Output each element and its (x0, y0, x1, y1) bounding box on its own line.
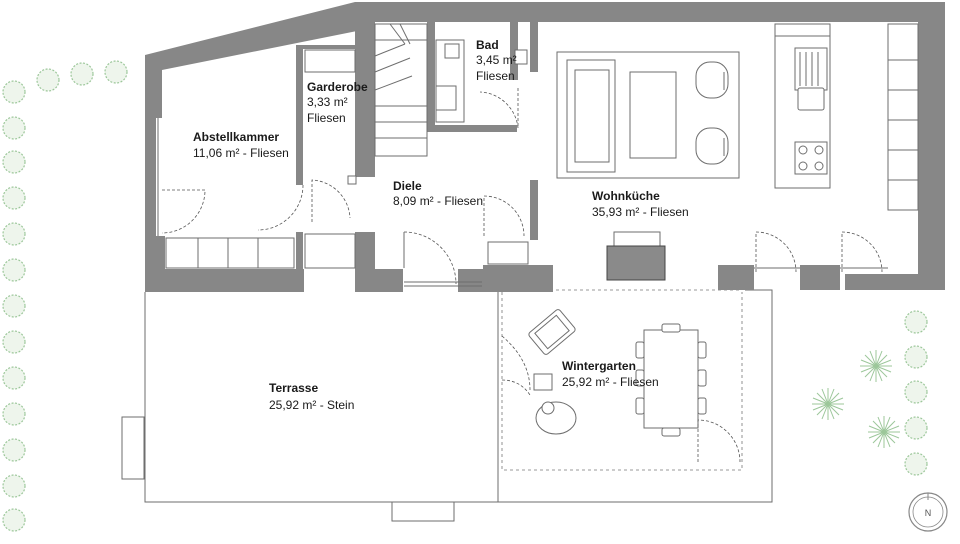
room-area: 35,93 m² - Fliesen (592, 205, 689, 219)
room-name: Terrasse (269, 381, 318, 395)
room-floor: Fliesen (476, 69, 515, 83)
palm-plant (812, 388, 844, 420)
plants-left (2, 60, 128, 532)
label-wintergarten: Wintergarten 25,92 m² - Fliesen (562, 359, 659, 389)
room-name: Abstellkammer (193, 130, 279, 144)
room-name: Diele (393, 179, 422, 193)
room-bad (435, 39, 528, 129)
armchair (695, 61, 729, 99)
room-name: Bad (476, 38, 499, 52)
room-area: 25,92 m² - Fliesen (562, 375, 659, 389)
label-abstellkammer: Abstellkammer 11,06 m² - Fliesen (193, 130, 289, 160)
room-area: 3,45 m² (476, 53, 517, 67)
label-garderobe: Garderobe 3,33 m² Fliesen (307, 80, 368, 125)
room-name: Wohnküche (592, 189, 660, 203)
lounge-chair (535, 401, 577, 435)
plants-right (812, 310, 928, 476)
lounge-chair (528, 309, 576, 355)
room-name: Wintergarten (562, 359, 636, 373)
room-wintergarten (501, 309, 741, 463)
house-walls (145, 2, 945, 292)
room-floor: Fliesen (307, 111, 346, 125)
room-diele (403, 195, 529, 287)
label-bad: Bad 3,45 m² Fliesen (476, 38, 517, 83)
room-garderobe (257, 49, 357, 269)
room-area: 25,92 m² - Stein (269, 398, 354, 412)
label-wohnkueche: Wohnküche 35,93 m² - Fliesen (592, 189, 689, 219)
room-area: 3,33 m² (307, 95, 348, 109)
room-name: Garderobe (307, 80, 368, 94)
staircase (374, 23, 428, 157)
room-wohnkueche (556, 23, 919, 281)
label-terrasse: Terrasse 25,92 m² - Stein (269, 381, 354, 412)
label-diele: Diele 8,09 m² - Fliesen (393, 179, 483, 208)
room-area: 8,09 m² - Fliesen (393, 194, 483, 208)
room-area: 11,06 m² - Fliesen (193, 146, 289, 160)
palm-plant (860, 350, 892, 382)
wintergarden-outline (497, 289, 773, 503)
armchair (695, 127, 729, 165)
compass-rose: N (908, 492, 948, 532)
room-abstellkammer (157, 118, 295, 269)
palm-plant (868, 416, 900, 448)
compass-north-label: N (925, 508, 932, 518)
